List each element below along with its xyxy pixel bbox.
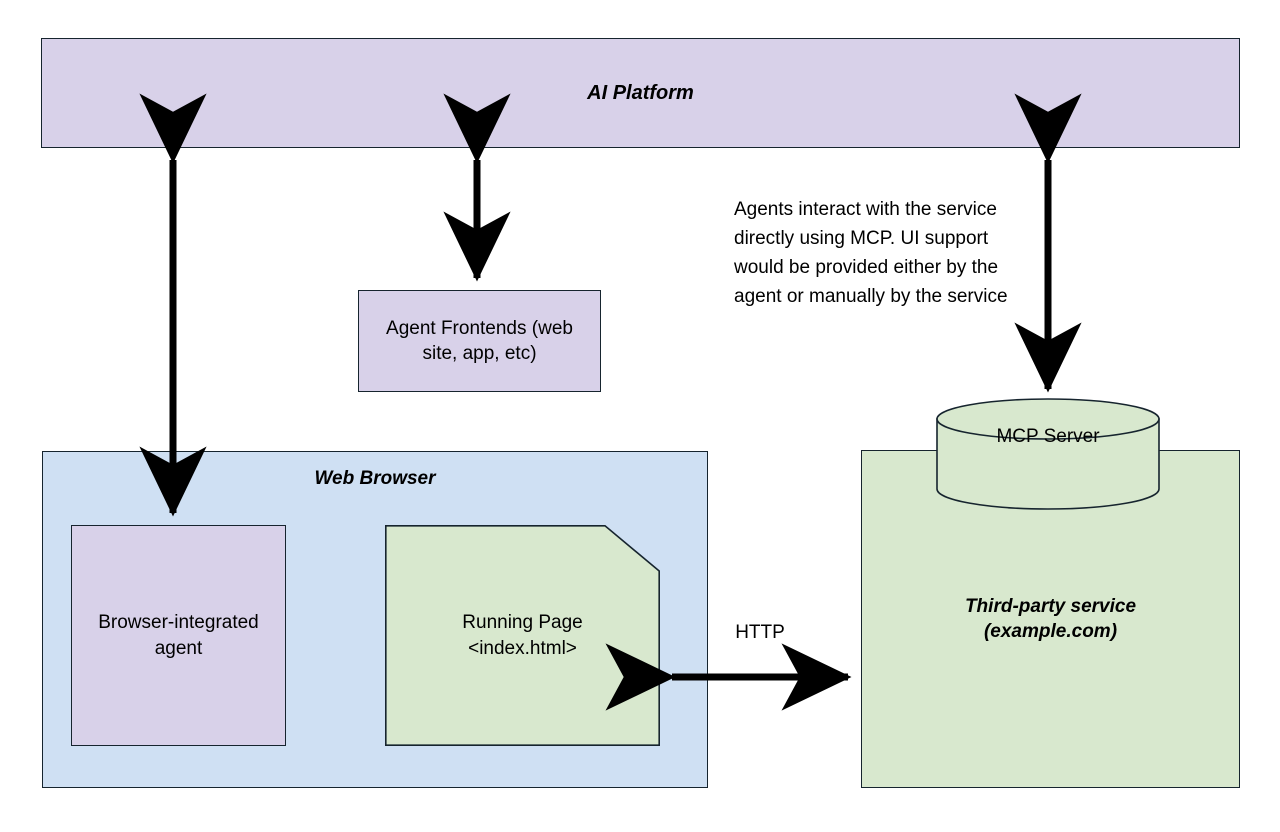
node-agent-frontends-label: Agent Frontends (web site, app, etc) xyxy=(386,317,573,364)
node-running-page-label: Running Page <index.html> xyxy=(462,612,583,659)
node-web-browser-label: Web Browser xyxy=(314,468,436,489)
edge-label-http: HTTP xyxy=(735,622,785,643)
node-third-party-service-label: Third-party service (example.com) xyxy=(964,595,1137,642)
node-ai-platform[interactable]: AI Platform xyxy=(41,38,1240,148)
annotation-mcp-note: Agents interact with the service directl… xyxy=(734,199,1008,307)
node-ai-platform-label: AI Platform xyxy=(587,81,694,104)
node-browser-integrated-agent-label: Browser-integrated agent xyxy=(98,612,259,659)
node-mcp-server[interactable]: MCP Server xyxy=(936,398,1160,510)
node-mcp-server-label: MCP Server xyxy=(996,426,1100,447)
node-agent-frontends[interactable]: Agent Frontends (web site, app, etc) xyxy=(358,290,601,392)
cylinder-icon xyxy=(936,398,1160,510)
node-running-page[interactable]: Running Page <index.html> xyxy=(385,525,660,746)
node-browser-integrated-agent[interactable]: Browser-integrated agent xyxy=(71,525,286,746)
